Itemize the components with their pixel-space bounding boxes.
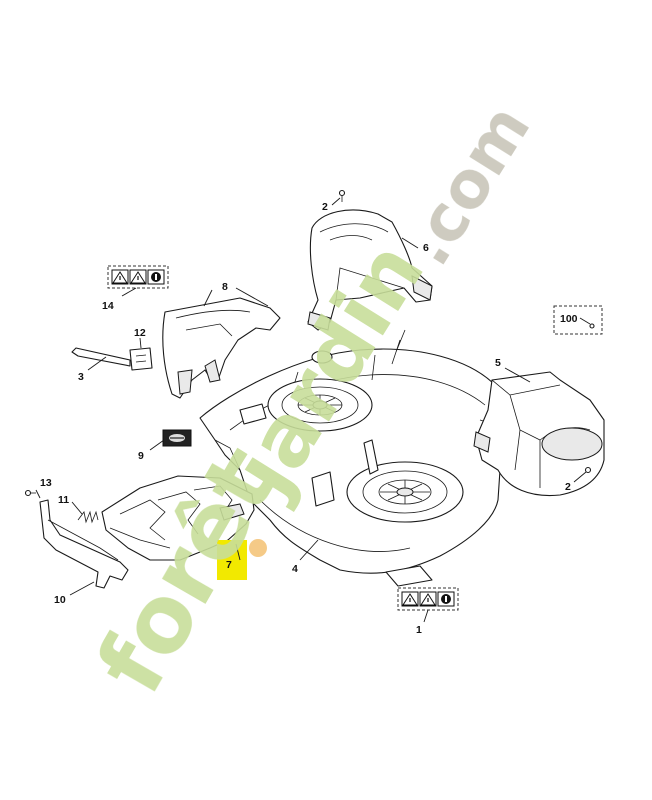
belt-cover (307, 209, 433, 331)
callout-10: 10 (54, 594, 66, 606)
kit-100-box (553, 305, 603, 335)
warning-triangle-icon (401, 591, 419, 607)
latch-12 (129, 347, 153, 371)
highlight-marker (217, 540, 247, 580)
watermark-dot (249, 539, 267, 557)
callout-11: 11 (58, 494, 69, 506)
mower-deck (199, 329, 569, 587)
callout-2-right: 2 (565, 481, 571, 493)
callout-labels: 2 6 100 5 8 14 12 3 9 7 4 13 11 10 1 2 (40, 201, 578, 636)
callout-12: 12 (134, 327, 146, 339)
spring-11 (77, 510, 99, 524)
right-shroud (473, 371, 605, 497)
leader-lines (35, 197, 587, 623)
callout-7: 7 (226, 559, 232, 571)
read-manual-icon (437, 591, 455, 607)
callout-6: 6 (423, 242, 429, 254)
callout-2-top: 2 (322, 201, 328, 213)
bolt-13 (24, 489, 36, 497)
rod-3 (71, 347, 131, 367)
warning-triangle-icon (419, 591, 437, 607)
screw-2-right (584, 466, 592, 474)
callout-100: 100 (560, 313, 578, 325)
left-cover (162, 297, 281, 399)
warning-label-1 (397, 587, 459, 611)
callout-4: 4 (292, 563, 298, 575)
warning-label-14 (107, 265, 169, 289)
side-guard (101, 475, 255, 561)
screw-2-top (338, 189, 346, 202)
read-manual-icon (147, 269, 165, 285)
warning-triangle-icon (111, 269, 129, 285)
mounting-bracket (39, 499, 129, 589)
callout-9: 9 (138, 450, 144, 462)
callout-13: 13 (40, 477, 52, 489)
watermark-com: .com (391, 93, 545, 279)
callout-1: 1 (416, 624, 422, 636)
warning-triangle-icon (129, 269, 147, 285)
callout-3: 3 (78, 371, 84, 383)
callout-5: 5 (495, 357, 501, 369)
callout-14: 14 (102, 300, 114, 312)
decal-9 (162, 429, 192, 447)
callout-8: 8 (222, 281, 228, 293)
